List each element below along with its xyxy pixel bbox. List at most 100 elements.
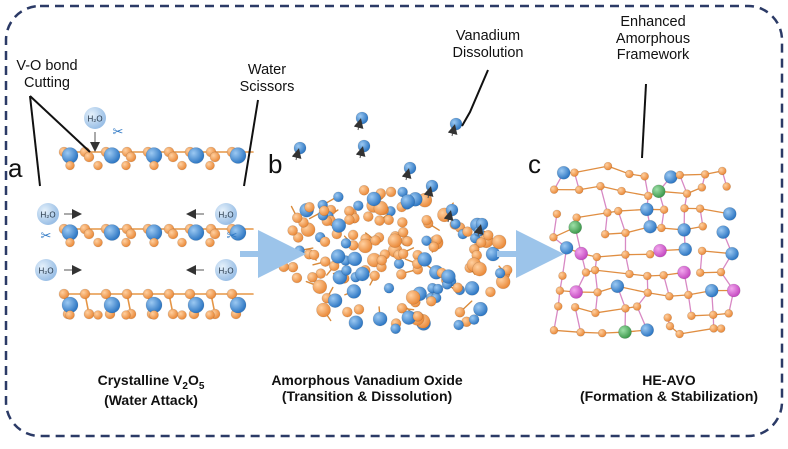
vanadium-atom bbox=[433, 284, 443, 294]
vanadium-atom bbox=[401, 195, 415, 209]
callout-line-framework bbox=[642, 84, 646, 158]
panel-label-b: b bbox=[268, 150, 282, 180]
oxygen-atom bbox=[178, 238, 187, 247]
oxygen-atom bbox=[625, 170, 633, 178]
oxygen-atom bbox=[680, 204, 688, 212]
oxygen-atom bbox=[455, 307, 465, 317]
oxygen-atom bbox=[698, 247, 706, 255]
oxygen-atom bbox=[621, 304, 629, 312]
caption-a-line2: (Water Attack) bbox=[66, 392, 236, 408]
oxygen-atom bbox=[660, 206, 668, 214]
vanadium-atom bbox=[188, 148, 204, 164]
oxygen-atom bbox=[696, 205, 704, 213]
scissors-icon: ✂ bbox=[227, 229, 238, 244]
vanadium-atom bbox=[611, 280, 624, 293]
bond bbox=[595, 308, 625, 313]
water-label: H₂O bbox=[38, 267, 53, 276]
oxygen-atom bbox=[429, 242, 439, 252]
metal-atom-green bbox=[652, 185, 665, 198]
oxygen-atom bbox=[473, 262, 487, 276]
oxygen-atom bbox=[625, 270, 633, 278]
callout-line-bond-cutting-1 bbox=[30, 96, 40, 186]
oxygen-atom bbox=[292, 273, 302, 283]
callout-line-dissolution bbox=[462, 70, 488, 126]
caption-b-line1: Amorphous Vanadium Oxide bbox=[256, 372, 478, 388]
oxygen-atom bbox=[618, 187, 626, 195]
oxygen-atom bbox=[422, 215, 432, 225]
vanadium-atom bbox=[664, 171, 677, 184]
oxygen-atom bbox=[370, 236, 380, 246]
oxygen-atom bbox=[485, 287, 495, 297]
callout-line-bond-cutting-2 bbox=[30, 96, 90, 152]
vanadium-atom bbox=[333, 192, 343, 202]
oxygen-atom bbox=[84, 309, 94, 319]
vanadium-atom bbox=[495, 268, 505, 278]
metal-atom-magenta bbox=[575, 247, 588, 260]
vanadium-atom bbox=[355, 267, 369, 281]
oxygen-atom bbox=[725, 309, 733, 317]
oxygen-atom bbox=[164, 289, 174, 299]
oxygen-atom bbox=[94, 161, 103, 170]
oxygen-atom bbox=[150, 238, 159, 247]
oxygen-atom bbox=[553, 210, 561, 218]
vanadium-atom bbox=[342, 265, 352, 275]
vanadium-atom bbox=[294, 142, 306, 154]
oxygen-atom bbox=[641, 172, 649, 180]
bond bbox=[577, 213, 608, 218]
oxygen-atom bbox=[594, 288, 602, 296]
vanadium-atom bbox=[717, 226, 730, 239]
oxygen-atom bbox=[573, 214, 581, 222]
vanadium-atom bbox=[450, 219, 460, 229]
oxygen-atom bbox=[644, 192, 652, 200]
oxygen-atom bbox=[210, 152, 220, 162]
oxygen-atom bbox=[644, 289, 652, 297]
oxygen-atom bbox=[676, 330, 684, 338]
water-label: H₂O bbox=[40, 211, 55, 220]
vanadium-atom bbox=[679, 243, 692, 256]
oxygen-atom bbox=[664, 314, 672, 322]
metal-atom-magenta bbox=[570, 285, 583, 298]
vanadium-atom bbox=[349, 316, 363, 330]
oxygen-atom bbox=[687, 312, 695, 320]
oxygen-atom bbox=[319, 206, 329, 216]
oxygen-atom bbox=[696, 269, 704, 277]
metal-atom-magenta bbox=[678, 266, 691, 279]
oxygen-atom bbox=[550, 326, 558, 334]
oxygen-atom bbox=[122, 238, 131, 247]
oxygen-atom bbox=[406, 290, 420, 304]
oxygen-atom bbox=[698, 183, 706, 191]
oxygen-atom bbox=[413, 311, 423, 321]
oxygen-atom bbox=[354, 304, 364, 314]
oxygen-atom bbox=[320, 237, 330, 247]
water-label: H₂O bbox=[218, 267, 233, 276]
oxygen-atom bbox=[150, 161, 159, 170]
oxygen-atom bbox=[84, 152, 94, 162]
vanadium-atom bbox=[104, 225, 120, 241]
oxygen-atom bbox=[598, 329, 606, 337]
oxygen-atom bbox=[398, 249, 408, 259]
metal-atom-magenta bbox=[654, 244, 667, 257]
oxygen-atom bbox=[126, 229, 136, 239]
oxygen-atom bbox=[570, 169, 578, 177]
caption-c-line2: (Formation & Stabilization) bbox=[562, 388, 776, 404]
caption-a-line1-pre: Crystalline V bbox=[98, 372, 183, 388]
oxygen-atom bbox=[582, 268, 590, 276]
scissors-icon: ✂ bbox=[41, 229, 52, 244]
water-label: H₂O bbox=[87, 115, 102, 124]
oxygen-atom bbox=[168, 229, 178, 239]
caption-b: Amorphous Vanadium Oxide (Transition & D… bbox=[256, 372, 478, 404]
oxygen-atom bbox=[359, 185, 369, 195]
vanadium-atom bbox=[348, 252, 362, 266]
annotation-vanadium-dissolution: Vanadium Dissolution bbox=[428, 28, 548, 61]
vanadium-atom bbox=[469, 315, 479, 325]
vanadium-atom bbox=[404, 162, 416, 174]
oxygen-atom bbox=[178, 311, 187, 320]
vanadium-atom bbox=[441, 269, 455, 283]
oxygen-atom bbox=[621, 251, 629, 259]
oxygen-atom bbox=[604, 162, 612, 170]
vanadium-atom bbox=[230, 297, 246, 313]
vanadium-atom bbox=[358, 140, 370, 152]
oxygen-atom bbox=[462, 227, 472, 237]
caption-a: Crystalline V2O5 (Water Attack) bbox=[66, 372, 236, 408]
